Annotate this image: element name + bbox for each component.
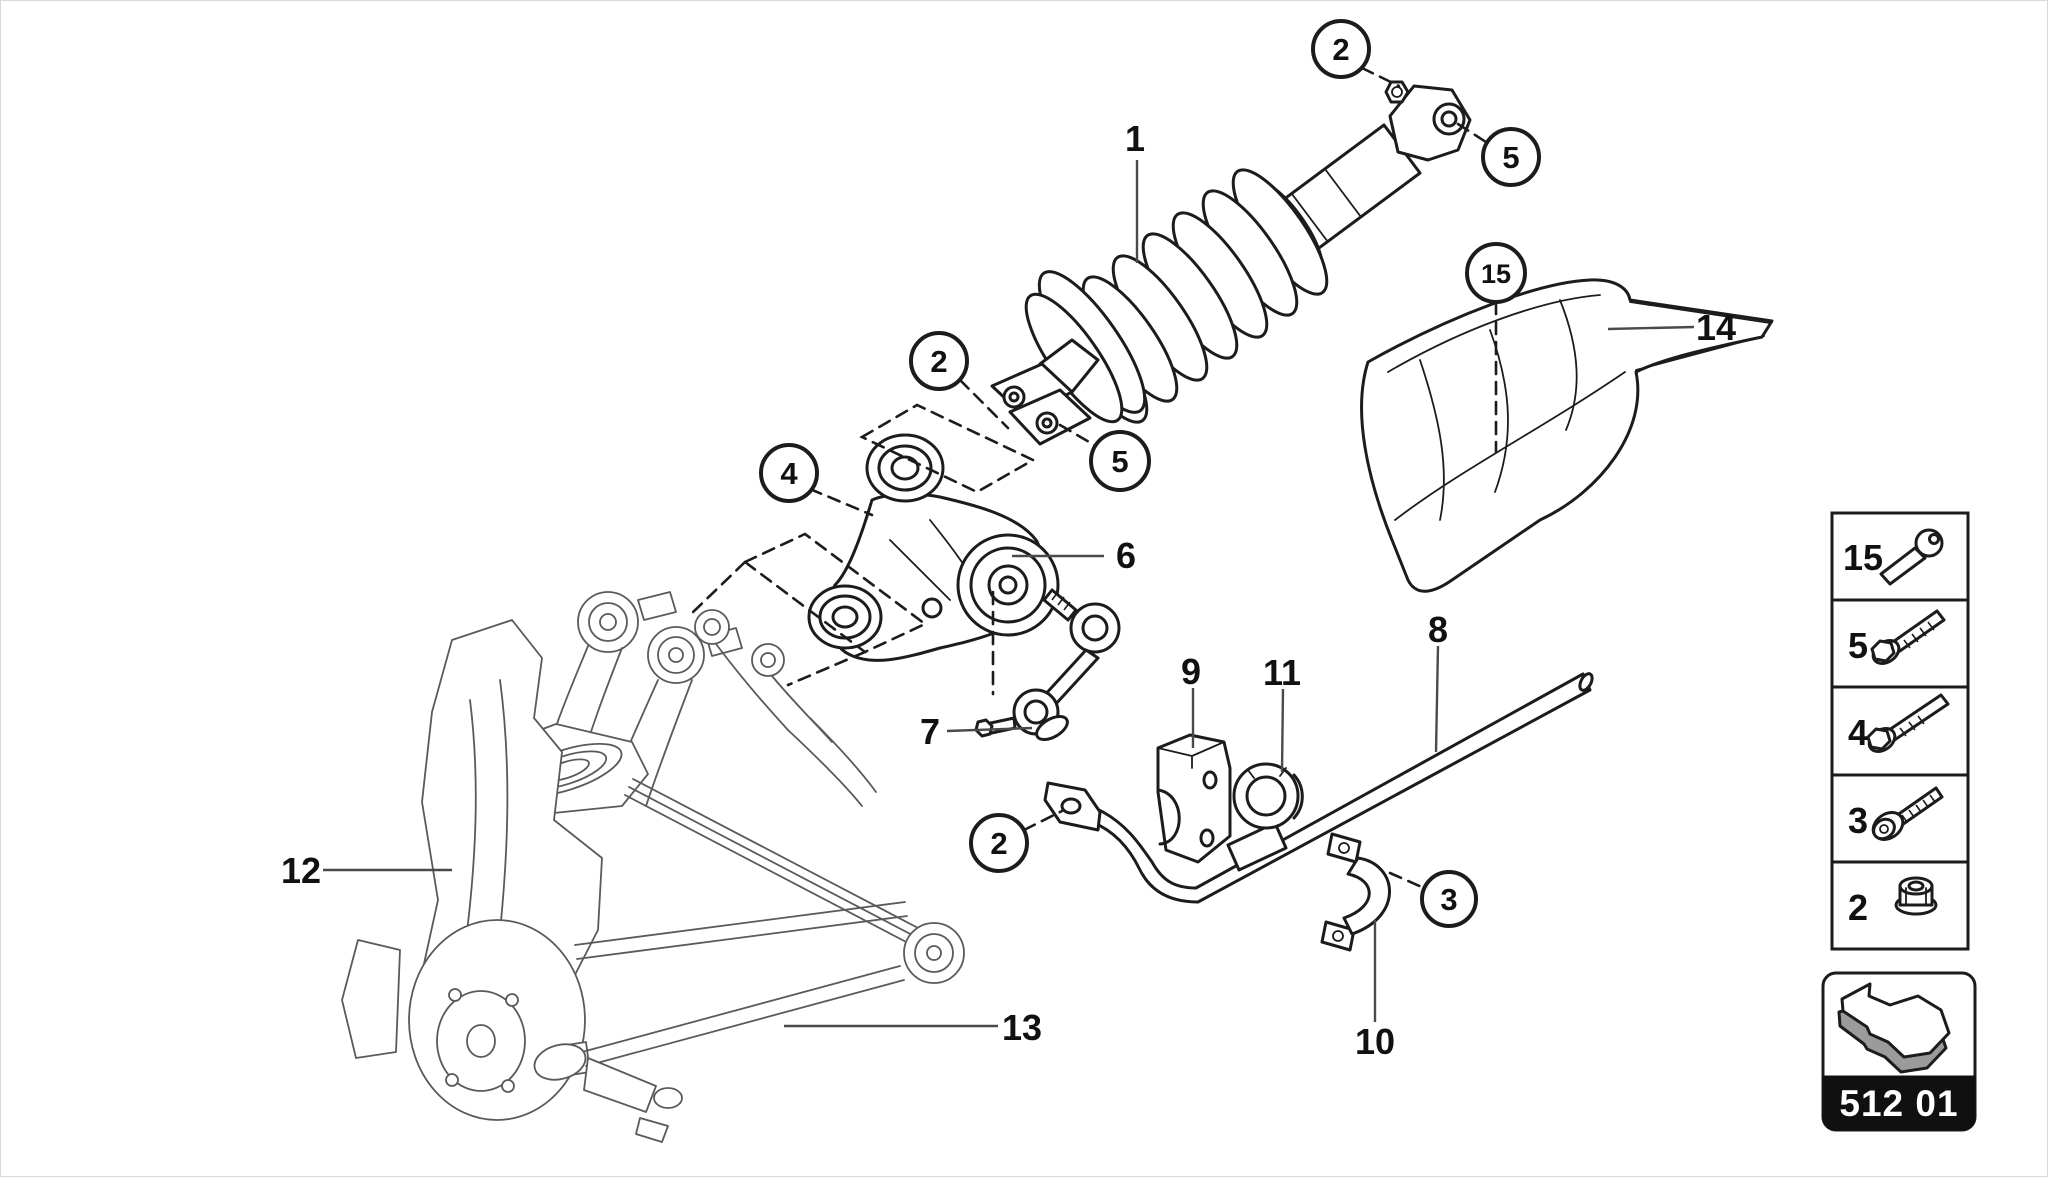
svg-text:2: 2 — [1848, 887, 1868, 928]
hex-flange-bolt-long-icon — [1866, 693, 1950, 753]
shock-absorber-art — [990, 80, 1472, 446]
section-nav-box[interactable]: 512 01 — [1821, 971, 1977, 1132]
part-label-11[interactable]: 11 — [1263, 652, 1301, 693]
stabilizer-bushing-art — [1232, 762, 1304, 830]
svg-text:5: 5 — [1848, 625, 1868, 666]
svg-text:2: 2 — [990, 826, 1007, 861]
part-label-1[interactable]: 1 — [1125, 118, 1145, 159]
shoulder-stud-bolt-icon — [1871, 786, 1944, 841]
callout-circle-5-mid[interactable]: 5 — [1089, 430, 1151, 492]
svg-text:15: 15 — [1481, 259, 1511, 289]
svg-text:5: 5 — [1502, 140, 1519, 175]
part-label-10[interactable]: 10 — [1355, 1021, 1395, 1062]
stabilizer-bar-art — [1043, 672, 1594, 904]
svg-text:5: 5 — [1111, 444, 1128, 479]
svg-text:15: 15 — [1843, 537, 1883, 578]
part-label-9[interactable]: 9 — [1181, 651, 1201, 692]
leader-lines — [323, 160, 1695, 1028]
svg-text:4: 4 — [780, 456, 798, 491]
legend-row-2[interactable]: 2 — [1848, 876, 1938, 928]
section-code: 512 01 — [1839, 1083, 1958, 1124]
part-label-6[interactable]: 6 — [1116, 535, 1136, 576]
stabilizer-bracket-art — [1156, 733, 1232, 864]
callout-circle-2-mid[interactable]: 2 — [909, 331, 969, 391]
svg-text:3: 3 — [1848, 800, 1868, 841]
svg-text:2: 2 — [1332, 32, 1349, 67]
callout-circle-2-top[interactable]: 2 — [1311, 19, 1371, 79]
part-label-14[interactable]: 14 — [1696, 307, 1736, 348]
part-label-8[interactable]: 8 — [1428, 609, 1448, 650]
callout-circle-15[interactable]: 15 — [1465, 242, 1527, 304]
ball-stud-bolt-icon — [1879, 528, 1944, 586]
svg-text:3: 3 — [1440, 882, 1457, 917]
part-label-7[interactable]: 7 — [920, 711, 940, 752]
callout-circle-5-top[interactable]: 5 — [1481, 127, 1541, 187]
legend-row-3[interactable]: 3 — [1848, 786, 1944, 845]
part-label-12[interactable]: 12 — [281, 850, 321, 891]
hex-flange-nut-icon — [1894, 876, 1938, 916]
callout-circle-4[interactable]: 4 — [759, 443, 819, 503]
assembly-dashed-lines — [688, 66, 1498, 890]
fastener-legend-panel: 15 5 4 3 — [1830, 511, 1970, 951]
svg-text:2: 2 — [930, 344, 947, 379]
triangular-bracket-art — [807, 433, 1060, 662]
rear-suspension-assembly-art — [341, 591, 965, 1143]
legend-row-5[interactable]: 5 — [1848, 609, 1946, 668]
callout-circle-3[interactable]: 3 — [1420, 870, 1478, 928]
stabilizer-link-art — [974, 588, 1121, 742]
legend-row-15[interactable]: 15 — [1843, 528, 1944, 586]
stabilizer-clamp-art — [1320, 832, 1391, 952]
callout-circle-2-bottom[interactable]: 2 — [969, 813, 1029, 873]
part-label-13[interactable]: 13 — [1002, 1007, 1042, 1048]
svg-text:4: 4 — [1848, 712, 1868, 753]
hex-flange-bolt-icon — [1870, 609, 1946, 665]
back-arrow-3d-icon — [1837, 982, 1951, 1074]
legend-row-4[interactable]: 4 — [1848, 693, 1950, 756]
